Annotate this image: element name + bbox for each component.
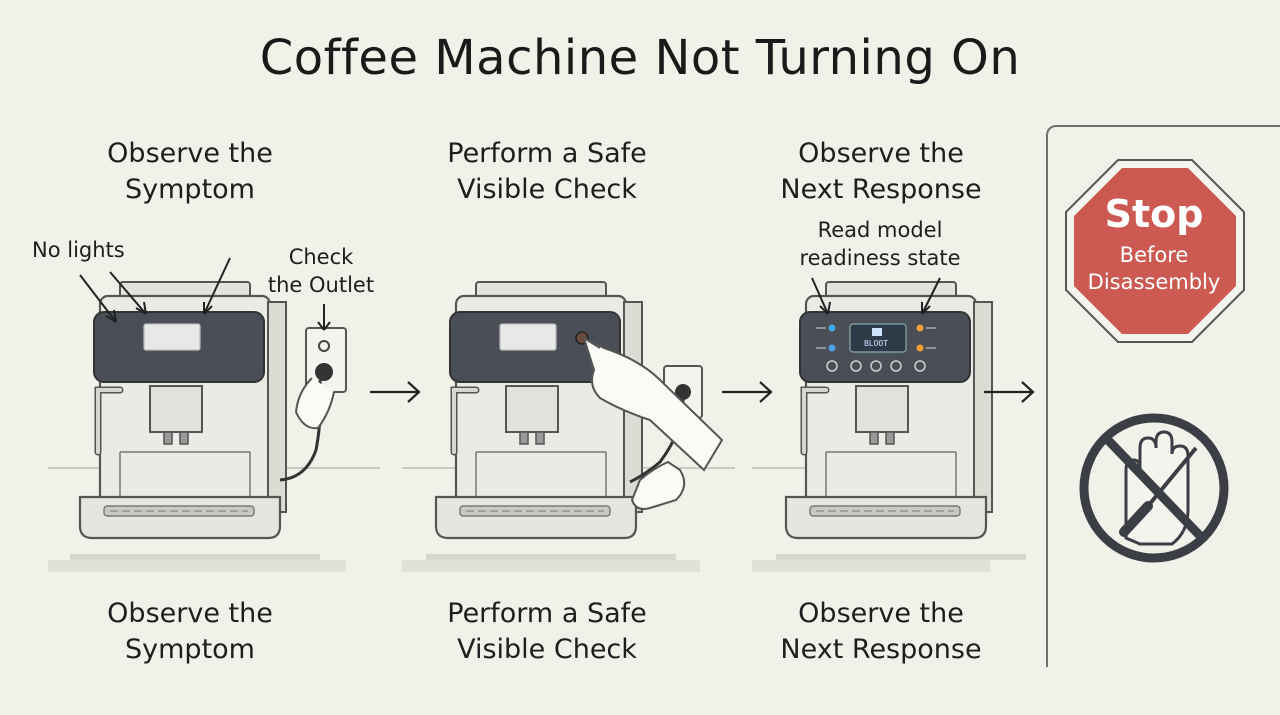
step-2-heading-line-2: Visible Check [457,174,637,205]
readiness-line-1: Read model [817,218,943,242]
step-2-heading: Perform a Safe Visible Check [382,136,712,208]
pointing-hand-icon [582,336,724,510]
step-1-caption-line-2: Symptom [125,634,255,665]
coffee-machine-1 [70,282,320,560]
hand-icon [294,377,335,430]
step-1-caption-line-1: Observe the [107,598,273,629]
stop-label: Stop [1104,192,1204,236]
stop-sign-icon [1065,159,1245,343]
step-3-caption-line-1: Observe the [798,598,964,629]
readiness-line-2: readiness state [799,246,961,270]
coffee-machine-2 [426,282,676,560]
no-lights-callout: No lights [32,238,125,262]
right-arrow-icon [722,381,773,403]
display-readout: BLOOT [864,339,888,348]
step-2-caption-line-1: Perform a Safe [447,598,647,629]
step-3-heading-line-2: Next Response [780,174,982,205]
check-outlet-line-1: Check [288,245,354,269]
step-1-heading: Observe the Symptom [25,136,355,208]
stop-sublabel: Before Disassembly [1064,242,1244,296]
right-arrow-icon [370,381,421,403]
check-outlet-line-2: the Outlet [267,273,375,297]
step-2-caption: Perform a Safe Visible Check [382,596,712,668]
step-2-heading-line-1: Perform a Safe [447,138,647,169]
stop-sublabel-line-2: Disassembly [1087,270,1221,294]
power-plug-icon [279,304,347,482]
check-outlet-callout: Check the Outlet [262,243,380,299]
step-1-heading-line-2: Symptom [125,174,255,205]
step-3-heading: Observe the Next Response [716,136,1046,208]
step-3-caption-line-2: Next Response [780,634,982,665]
readiness-callout: Read model readiness state [780,216,980,272]
step-1-caption: Observe the Symptom [25,596,355,668]
stop-panel [1046,125,1280,667]
no-hand-screwdriver-icon [1079,413,1229,563]
step-3-caption: Observe the Next Response [716,596,1046,668]
coffee-machine-3 [776,282,1026,560]
step-2-caption-line-2: Visible Check [457,634,637,665]
step-1-heading-line-1: Observe the [107,138,273,169]
step-3-heading-line-1: Observe the [798,138,964,169]
right-arrow-icon [984,381,1035,403]
page-title: Coffee Machine Not Turning On [259,30,1021,86]
stop-sublabel-line-1: Before [1119,243,1189,267]
